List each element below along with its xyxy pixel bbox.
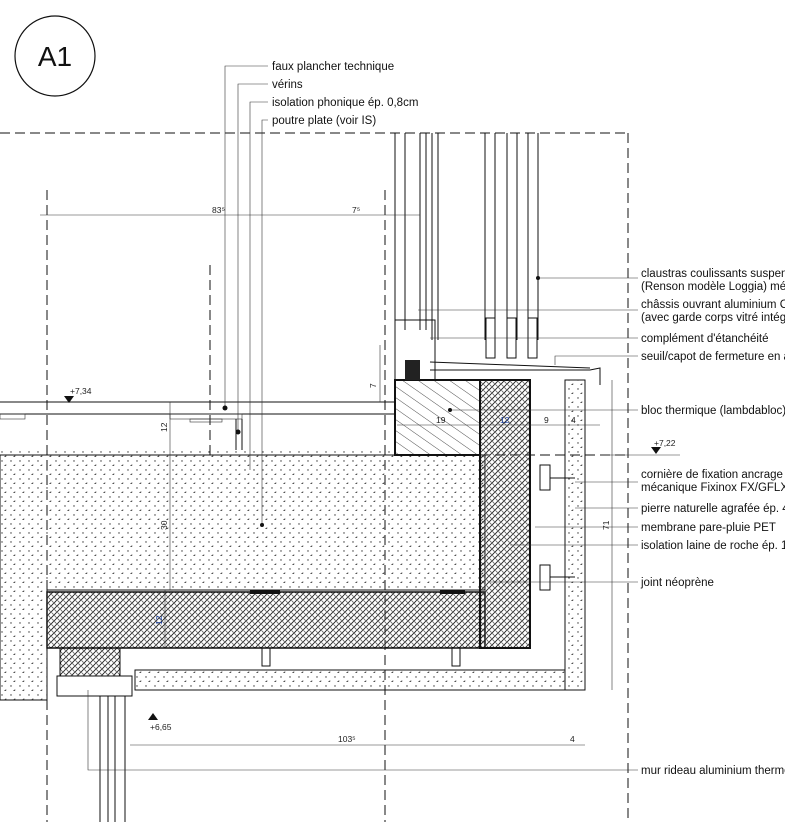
label-seuil: seuil/capot de fermeture en a	[641, 351, 785, 363]
dim-bottom-stone: 4	[570, 734, 575, 744]
label-etancheite: complément d'étanchéité	[641, 333, 769, 345]
level-722: +7,22	[654, 438, 676, 448]
fixing-anchors	[250, 464, 575, 667]
soffit-insulation	[46, 591, 486, 649]
dim-top-frame: 7⁵	[352, 205, 360, 215]
thermal-block	[394, 379, 481, 456]
label-claustras: claustras coulissants suspendus	[641, 268, 785, 280]
label-verins: vérins	[272, 79, 303, 91]
right-leaders	[87, 276, 638, 771]
dim-slab: 30	[159, 520, 169, 530]
window-frame	[394, 133, 601, 385]
natural-stone-cladding	[564, 379, 586, 691]
dim-block: 19	[436, 415, 446, 425]
label-mur-rideau: mur rideau aluminium thermo	[641, 765, 785, 777]
dim-soffit: 12	[154, 615, 164, 625]
label-pierre: pierre naturelle agrafée ép. 4	[641, 503, 785, 515]
raised-floor	[0, 401, 395, 455]
level-markers: +7,34 +7,22 +6,65	[64, 386, 680, 732]
curtain-wall	[56, 675, 133, 822]
label-isolation-phonique: isolation phonique ép. 0,8cm	[272, 97, 418, 109]
dim-top-width: 83⁵	[212, 205, 225, 215]
level-665: +6,65	[150, 722, 172, 732]
dim-step: 7	[368, 383, 378, 388]
dim-bottom-width: 103⁵	[338, 734, 356, 744]
level-734: +7,34	[70, 386, 92, 396]
sliding-claustras	[484, 133, 539, 359]
label-bloc-thermique: bloc thermique (lambdabloc)	[641, 405, 785, 417]
label-chassis: châssis ouvrant aluminium C	[641, 299, 785, 311]
label-corniere-2: mécanique Fixinox FX/GFLX	[641, 482, 785, 494]
top-leaders	[222, 65, 268, 527]
label-claustras-2: (Renson modèle Loggia) mé	[641, 281, 785, 293]
label-poutre-plate: poutre plate (voir IS)	[272, 115, 376, 127]
label-joint: joint néoprène	[640, 577, 714, 589]
dim-stone: 4	[571, 415, 576, 425]
dim-facade-height: 71	[601, 520, 611, 530]
dim-floor: 12	[159, 422, 169, 432]
dim-insulation: 12	[500, 415, 510, 425]
dimension-lines	[40, 214, 613, 746]
label-isolation-roche: isolation laine de roche ép. 1	[641, 540, 785, 552]
detail-bubble: A1	[14, 15, 96, 97]
label-corniere: cornière de fixation ancrage	[641, 469, 783, 481]
stone-soffit	[134, 669, 566, 691]
dim-gap: 9	[544, 415, 549, 425]
label-membrane: membrane pare-pluie PET	[641, 522, 776, 534]
label-faux-plancher: faux plancher technique	[272, 61, 394, 73]
label-chassis-2: (avec garde corps vitré intégré	[641, 312, 785, 324]
detail-id: A1	[38, 41, 72, 72]
